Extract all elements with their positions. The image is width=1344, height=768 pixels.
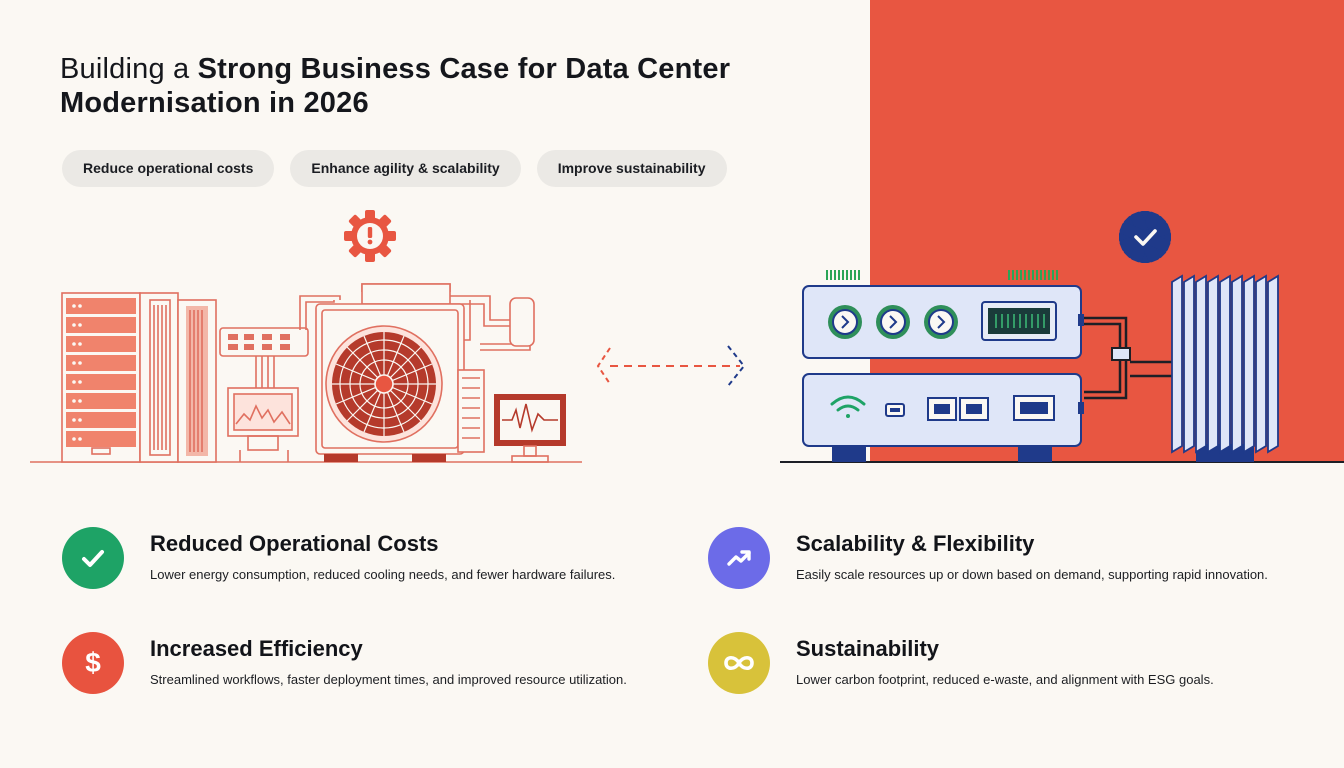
- warning-gear-icon: [344, 210, 396, 262]
- feature-title: Scalability & Flexibility: [796, 531, 1035, 556]
- check-icon: [62, 527, 124, 589]
- title-strong: Strong Business Case for Data Center Mod…: [60, 53, 731, 119]
- modern-pipes: [1084, 316, 1172, 400]
- svg-text:$: $: [85, 647, 101, 678]
- modern-server-top: [802, 285, 1084, 359]
- infinity-icon: [708, 632, 770, 694]
- check-badge-icon: [1119, 211, 1171, 263]
- pill-sustainability[interactable]: Improve sustainability: [536, 150, 727, 187]
- modern-status-leds: [826, 270, 1058, 280]
- pill-agility[interactable]: Enhance agility & scalability: [290, 150, 521, 187]
- feature-efficiency: $ Increased Efficiency Streamlined workf…: [62, 632, 627, 694]
- feature-description: Lower energy consumption, reduced coolin…: [150, 567, 616, 582]
- feature-description: Easily scale resources up or down based …: [796, 567, 1268, 582]
- benefit-pills: Reduce operational costs Enhance agility…: [62, 150, 727, 187]
- modern-cooling-radiator: [1171, 274, 1279, 462]
- legacy-cooling-unit: [315, 303, 485, 462]
- feature-sustainability: Sustainability Lower carbon footprint, r…: [708, 632, 1214, 694]
- legacy-server-rack: [61, 292, 141, 463]
- feature-scalability: Scalability & Flexibility Easily scale r…: [708, 527, 1268, 589]
- dollar-icon: $: [62, 632, 124, 694]
- feature-title: Increased Efficiency: [150, 636, 363, 661]
- modern-server-bottom: [802, 373, 1084, 462]
- trend-up-icon: [708, 527, 770, 589]
- feature-reduced-costs: Reduced Operational Costs Lower energy c…: [62, 527, 615, 589]
- wifi-icon: [830, 395, 866, 418]
- feature-title: Sustainability: [796, 636, 940, 661]
- legacy-cabinets: [139, 292, 217, 463]
- ethernet-port-icon: [927, 395, 1055, 421]
- legacy-waveform-monitor: [227, 387, 299, 462]
- modern-data-center: [780, 270, 1344, 463]
- feature-description: Lower carbon footprint, reduced e-waste,…: [796, 672, 1214, 687]
- page-title: Building a Strong Business Case for Data…: [60, 52, 820, 120]
- pill-reduce-costs[interactable]: Reduce operational costs: [62, 150, 275, 187]
- title-lead: Building a: [60, 53, 198, 85]
- legacy-control-panel: [219, 327, 309, 390]
- legacy-data-center: [30, 283, 582, 463]
- bidirectional-arrow-icon: [596, 345, 746, 387]
- legacy-signal-monitor: [494, 394, 566, 463]
- feature-title: Reduced Operational Costs: [150, 531, 439, 556]
- feature-description: Streamlined workflows, faster deployment…: [150, 672, 627, 687]
- data-center-illustration: [30, 210, 1344, 463]
